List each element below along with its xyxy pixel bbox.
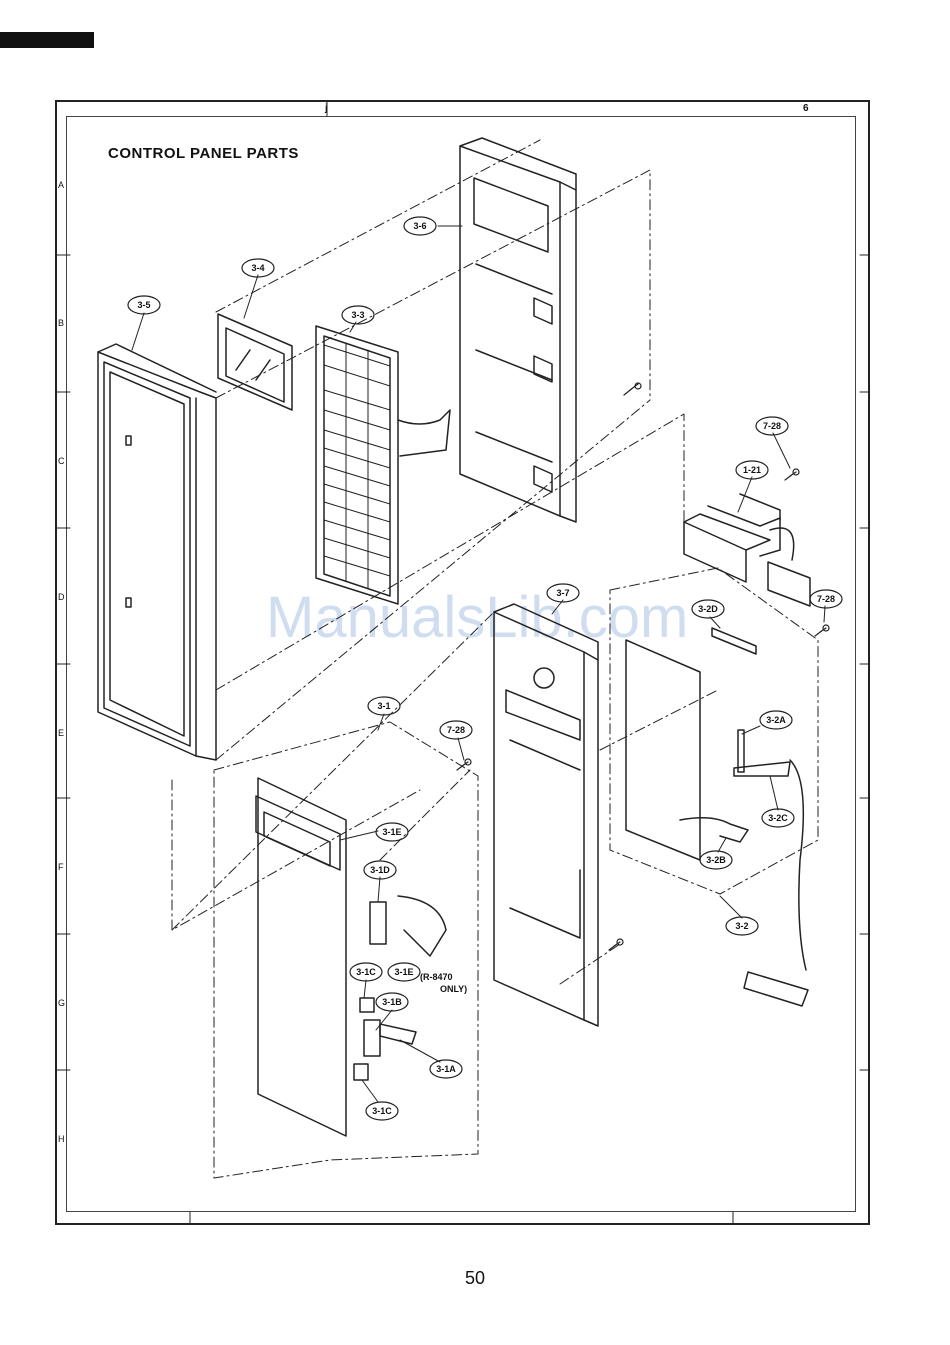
svg-text:7-28: 7-28	[763, 421, 781, 431]
svg-text:3-1D: 3-1D	[370, 865, 390, 875]
mounting-frame-3-6	[460, 138, 576, 522]
callout-3-5: 3-5	[128, 296, 160, 314]
svg-text:7-28: 7-28	[817, 594, 835, 604]
callout-3-7: 3-7	[547, 584, 579, 602]
svg-text:3-1C: 3-1C	[356, 967, 376, 977]
svg-text:3-1: 3-1	[377, 701, 390, 711]
svg-text:3-3: 3-3	[351, 310, 364, 320]
keypad-membrane-3-3	[316, 326, 450, 604]
svg-text:3-1B: 3-1B	[382, 997, 402, 1007]
svg-text:3-2A: 3-2A	[766, 715, 786, 725]
callout-3-1: 3-1	[368, 697, 400, 715]
callout-3-3: 3-3	[342, 306, 374, 324]
svg-text:3-4: 3-4	[251, 263, 264, 273]
callout-3-2d: 3-2D	[692, 600, 724, 618]
callout-3-2a: 3-2A	[760, 711, 792, 729]
callout-3-2b: 3-2B	[700, 851, 732, 869]
callout-3-2c: 3-2C	[762, 809, 794, 827]
svg-text:3-2D: 3-2D	[698, 604, 718, 614]
svg-text:3-1C: 3-1C	[372, 1106, 392, 1116]
callout-3-2: 3-2	[726, 917, 758, 935]
callout-3-1a: 3-1A	[430, 1060, 462, 1078]
svg-text:3-1E: 3-1E	[394, 967, 413, 977]
svg-text:1-21: 1-21	[743, 465, 761, 475]
callout-7-28-low: 7-28	[440, 721, 472, 739]
mounting-plate-3-7	[494, 604, 598, 1026]
callout-3-1e-top: 3-1E	[376, 823, 408, 841]
svg-text:3-1A: 3-1A	[436, 1064, 456, 1074]
svg-text:3-2: 3-2	[735, 921, 748, 931]
callout-3-1c-bot: 3-1C	[366, 1102, 398, 1120]
control-board-3-1	[256, 778, 446, 1136]
svg-text:3-2C: 3-2C	[768, 813, 788, 823]
callout-1-21: 1-21	[736, 461, 768, 479]
model-note: (R-8470 ONLY)	[420, 972, 467, 994]
svg-text:3-1E: 3-1E	[382, 827, 401, 837]
door-frame-3-5	[98, 344, 216, 760]
callout-3-1e-mid: 3-1E	[388, 963, 420, 981]
svg-text:3-5: 3-5	[137, 300, 150, 310]
dashed-assembly-lines	[172, 140, 818, 1178]
row-ticks	[56, 102, 868, 1224]
callout-7-28-top: 7-28	[756, 417, 788, 435]
model-note-line1: (R-8470	[420, 972, 453, 982]
callout-3-1b: 3-1B	[376, 993, 408, 1011]
callout-3-1d: 3-1D	[364, 861, 396, 879]
svg-text:3-7: 3-7	[556, 588, 569, 598]
model-note-line2: ONLY)	[440, 984, 467, 994]
callout-3-4: 3-4	[242, 259, 274, 277]
callout-7-28-mid: 7-28	[810, 590, 842, 608]
display-window-3-4	[218, 314, 292, 410]
callouts: 3-6 3-4 3-5 3-3 7-28 1-21 7-28 3-7 3-2D …	[128, 217, 842, 1120]
svg-text:3-2B: 3-2B	[706, 855, 726, 865]
callout-3-6: 3-6	[404, 217, 436, 235]
page-number: 50	[0, 1268, 950, 1289]
svg-text:7-28: 7-28	[447, 725, 465, 735]
callout-3-1c-top: 3-1C	[350, 963, 382, 981]
svg-text:3-6: 3-6	[413, 221, 426, 231]
